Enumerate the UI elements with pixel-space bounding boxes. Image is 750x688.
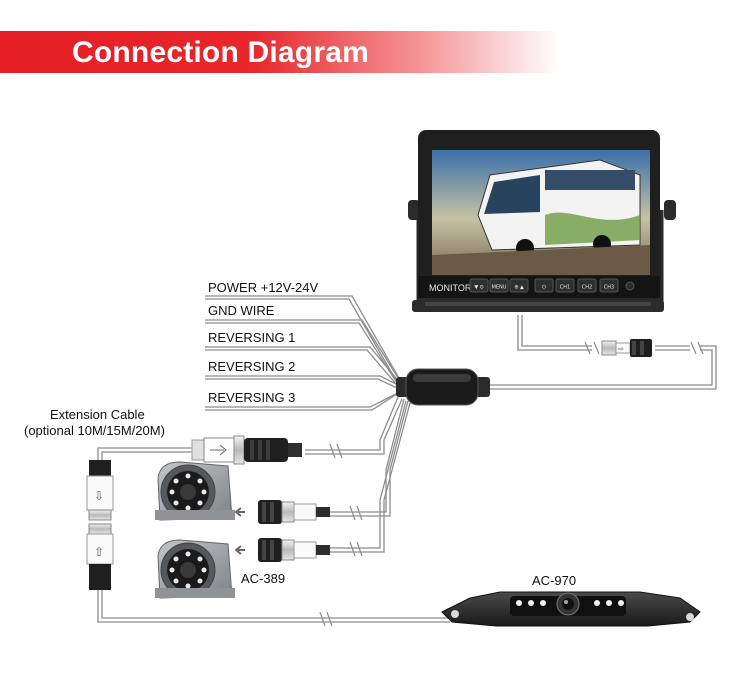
reversing-2-wire [205,375,401,387]
page-title: Connection Diagram [72,36,369,69]
power-label: POWER +12V-24V [208,280,319,295]
monitor-buttons: ▼ ⏲ MENU ⊕ ▲ ⏻ CH1 CH2 CH3 [469,278,619,293]
side-camera-2-connector [234,538,330,562]
extension-cable-connector [191,435,302,465]
splitter-box [396,368,490,406]
side-camera-2 [155,539,235,599]
svg-text:⇨: ⇨ [618,346,624,353]
wire-lines [97,295,717,623]
side-camera-model: AC-389 [241,571,285,586]
reversing-3-label: REVERSING 3 [208,390,295,405]
svg-text:⇧: ⇧ [94,545,104,559]
reversing-3-wire [205,391,401,408]
plate-camera-model: AC-970 [532,573,576,588]
monitor-button-label-4: CH1 [560,285,570,291]
monitor-button-label-5: CH2 [582,285,592,291]
reversing-1-wire [205,346,401,384]
header-banner [0,31,560,73]
monitor-button-6[interactable] [599,278,619,293]
svg-text:⇩: ⇩ [94,489,104,503]
reversing-2-label: REVERSING 2 [208,359,295,374]
gnd-wire [205,319,401,382]
side-camera-1-connector [234,500,330,524]
monitor-button-1[interactable] [489,278,509,293]
monitor-button-0[interactable] [469,278,489,293]
monitor-button-label-0: ▼ ⏲ [474,285,483,291]
extension-vertical-connectors: ⇩ ⇧ [86,460,114,590]
branch-3-wire [330,400,407,549]
reversing-1-label: REVERSING 1 [208,330,295,345]
plate-camera [441,591,701,627]
extension-wire [97,447,192,460]
gnd-label: GND WIRE [208,303,275,318]
monitor-trunk-wire [490,349,713,386]
extension-label-line2: (optional 10M/15M/20M) [24,423,165,438]
side-camera-1 [155,461,235,521]
monitor-button-5[interactable] [577,278,597,293]
monitor-connector: ⇨ [601,339,652,357]
monitor-button-label-2: ⊕ ▲ [514,285,524,291]
monitor-button-label-6: CH3 [604,285,614,291]
monitor-button-2[interactable] [509,278,529,293]
monitor: MONITOR ▼ ⏲ MENU ⊕ ▲ ⏻ CH1 CH2 CH3 [408,130,676,312]
monitor-button-3[interactable] [534,278,554,293]
break-marks [199,341,704,627]
branch-1-wire [305,396,399,451]
monitor-button-4[interactable] [555,278,575,293]
extension-label-line1: Extension Cable [50,407,145,422]
monitor-button-label-1: MENU [492,285,507,291]
monitor-brand: MONITOR [429,283,472,293]
power-wire [205,295,401,381]
monitor-button-label-3: ⏻ [542,285,546,291]
